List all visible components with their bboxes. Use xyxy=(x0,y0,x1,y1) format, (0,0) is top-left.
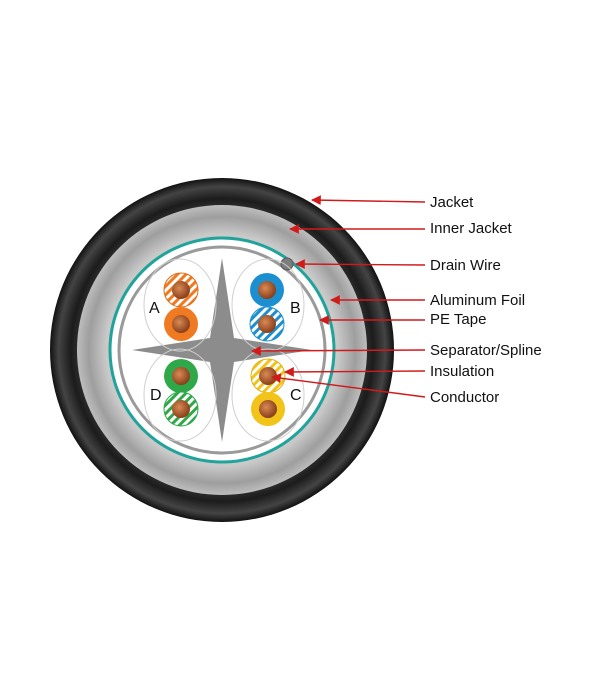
compartment-d xyxy=(143,348,217,442)
label-drain-wire: Drain Wire xyxy=(430,257,501,274)
label-inner-jacket: Inner Jacket xyxy=(430,220,513,237)
pair-a xyxy=(163,272,199,341)
drain-wire xyxy=(280,257,294,271)
compartment-c xyxy=(231,348,305,442)
leader-lines xyxy=(251,195,426,398)
wire-conductor xyxy=(259,400,277,418)
arrow-conductor xyxy=(271,373,426,398)
wire-conductor xyxy=(172,367,190,385)
pair-label-b: B xyxy=(290,300,301,317)
arrow-drain-wire xyxy=(295,259,426,269)
separator-spline xyxy=(132,258,312,442)
pair-label-c: C xyxy=(290,387,302,404)
pair-d xyxy=(163,359,199,427)
component-labels: Jacket Inner Jacket Drain Wire Aluminum … xyxy=(430,194,542,406)
wire-conductor xyxy=(259,367,277,385)
wire-conductor xyxy=(172,315,190,333)
compartment-a xyxy=(143,258,217,352)
pair-label-d: D xyxy=(150,387,162,404)
arrow-jacket xyxy=(311,195,426,206)
arrow-insulation xyxy=(284,367,426,377)
pair-b xyxy=(249,273,285,342)
arrow-separator xyxy=(251,346,426,356)
label-aluminum-foil: Aluminum Foil xyxy=(430,292,525,309)
wire-conductor xyxy=(258,315,276,333)
wire-conductor xyxy=(172,400,190,418)
label-insulation: Insulation xyxy=(430,363,494,380)
label-pe-tape: PE Tape xyxy=(430,311,486,328)
wire-conductor xyxy=(258,281,276,299)
wire-conductor xyxy=(172,281,190,299)
label-separator-spline: Separator/Spline xyxy=(430,342,542,359)
pair-c xyxy=(250,358,286,426)
pair-label-a: A xyxy=(149,300,160,317)
label-conductor: Conductor xyxy=(430,389,499,406)
label-jacket: Jacket xyxy=(430,194,474,211)
